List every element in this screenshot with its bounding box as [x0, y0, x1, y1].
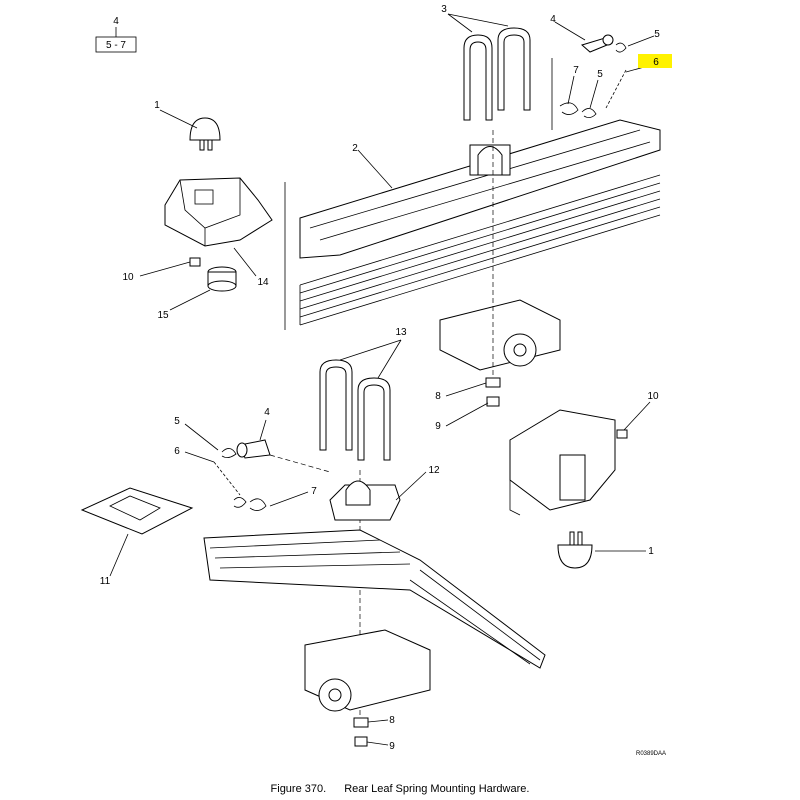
callout-10-right: 10 [647, 391, 659, 402]
u-bolt-top [463, 27, 531, 121]
pin-top [580, 34, 614, 53]
callout-2: 2 [352, 143, 358, 154]
callout-8-bottom: 8 [389, 715, 395, 726]
callout-15: 15 [157, 310, 169, 321]
figure-caption: Figure 370. Rear Leaf Spring Mounting Har… [0, 783, 800, 795]
callout-labels: 1 2 3 4 5 6 7 5 10 14 15 13 8 9 10 4 5 6… [100, 4, 660, 752]
spring-hanger-bracket [164, 177, 273, 247]
clip-left-5 [221, 448, 237, 458]
bump-stop-top [189, 117, 221, 151]
callout-13: 13 [395, 327, 407, 338]
nut-bottom [353, 717, 369, 728]
washer-mid [486, 396, 500, 407]
chain-top [605, 69, 627, 109]
callout-3: 3 [441, 4, 447, 15]
callout-7-top: 7 [573, 65, 579, 76]
nut-right [616, 429, 628, 439]
callout-4-left: 4 [264, 407, 270, 418]
callout-9-bottom: 9 [389, 741, 395, 752]
callout-5-top-a: 5 [654, 29, 660, 40]
leaf-spring-bottom [203, 529, 546, 669]
clip-top [615, 42, 627, 53]
clip-s-top [581, 108, 597, 118]
reference-box: 4 5 - 7 [95, 16, 137, 53]
leader-lines [109, 13, 655, 746]
nut-left [189, 257, 201, 267]
callout-5-left: 5 [174, 416, 180, 427]
callout-4-top: 4 [550, 14, 556, 25]
washer-bottom [354, 736, 368, 747]
callout-9-mid: 9 [435, 421, 441, 432]
axle-housing-bottom [304, 629, 431, 712]
pin-left [236, 439, 271, 459]
figure-title: Rear Leaf Spring Mounting Hardware. [344, 783, 530, 795]
spacer-left [207, 266, 237, 292]
callout-6-highlight [638, 54, 672, 68]
drawing-id: R0389DAA [636, 751, 666, 757]
figure-number: Figure 370. [270, 783, 327, 795]
callout-12: 12 [428, 465, 440, 476]
u-bolt-bottom [319, 359, 391, 461]
bump-stop-right [557, 531, 593, 569]
callout-1-top: 1 [154, 100, 160, 111]
ref-box-top: 4 [113, 16, 119, 27]
callout-6-top: 6 [653, 57, 659, 68]
callout-5-top-b: 5 [597, 69, 603, 80]
ref-box-bottom: 5 - 7 [106, 40, 126, 51]
callout-10-left: 10 [122, 272, 134, 283]
callout-1-right: 1 [648, 546, 654, 557]
callout-6-left: 6 [174, 446, 180, 457]
callout-11: 11 [100, 576, 111, 587]
callout-8-mid: 8 [435, 391, 441, 402]
nut-mid [485, 377, 501, 388]
frame-bracket-right [509, 409, 616, 516]
spring-seat-bottom [329, 480, 401, 521]
clip-r-top [559, 102, 579, 115]
callout-7-left: 7 [311, 486, 317, 497]
leaf-spring-top [299, 174, 661, 326]
chain-left [213, 461, 241, 496]
axle-housing-top [439, 299, 561, 371]
axle-plate-top [299, 119, 661, 259]
clip-left-7 [249, 498, 267, 511]
callout-14: 14 [257, 277, 269, 288]
clip-left-s [233, 497, 247, 508]
spring-pad [80, 487, 194, 535]
